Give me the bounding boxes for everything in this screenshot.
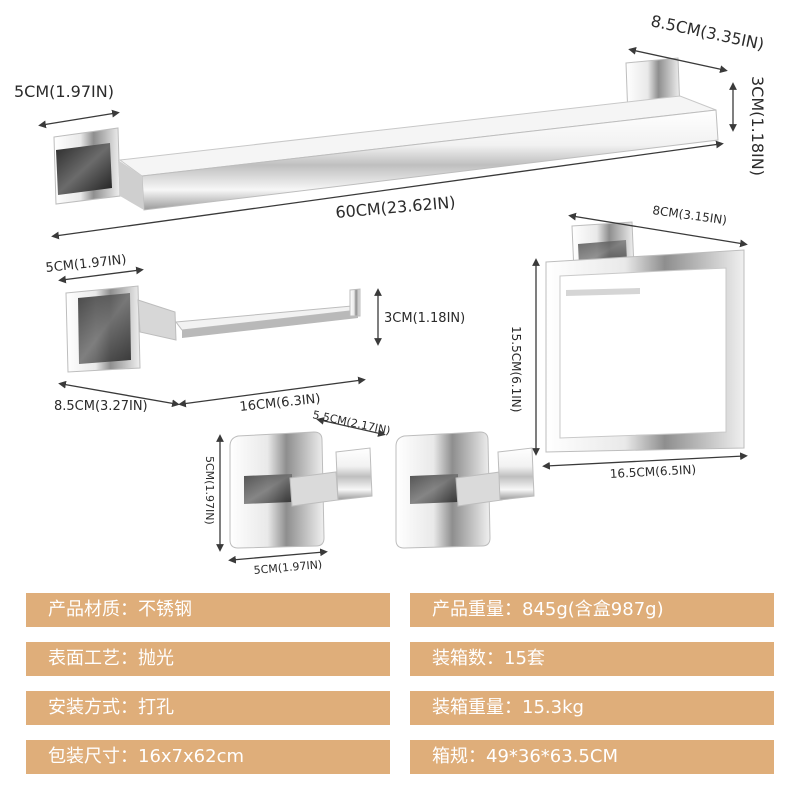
label-hook-height: 5CM(1.97IN) <box>203 456 216 525</box>
spec-finish-value: 抛光 <box>138 648 174 669</box>
spec-material: 产品材质：不锈钢 <box>26 593 390 627</box>
spec-install-label: 安装方式： <box>48 697 138 718</box>
towel-ring <box>545 221 745 453</box>
spec-quantity: 装箱数：15套 <box>410 642 774 676</box>
dim-line-paper-depth <box>58 266 144 284</box>
spec-material-value: 不锈钢 <box>138 599 192 620</box>
dim-line-hook-width <box>228 548 328 564</box>
spec-install: 安装方式：打孔 <box>26 691 390 725</box>
dim-line-paper-base <box>58 380 180 408</box>
robe-hook-left <box>229 431 373 549</box>
spec-weight-value: 845g(含盒987g) <box>522 599 664 620</box>
spec-weight-label: 产品重量： <box>432 599 522 620</box>
label-ring-height: 15.5CM(6.1IN) <box>509 326 523 412</box>
spec-weight: 产品重量：845g(含盒987g) <box>410 593 774 627</box>
paper-holder <box>65 285 361 373</box>
spec-finish: 表面工艺：抛光 <box>26 642 390 676</box>
spec-install-value: 打孔 <box>138 697 174 718</box>
spec-finish-label: 表面工艺： <box>48 648 138 669</box>
dim-line-ring-width <box>542 452 748 470</box>
product-dimension-illustration: 5CM(1.97IN) 8.5CM(3.35IN) 3CM(1.18IN) 60… <box>14 11 767 577</box>
dim-line-ring-top <box>568 212 748 248</box>
spec-box-weight: 装箱重量：15.3kg <box>410 691 774 725</box>
spec-package-label: 包装尺寸： <box>48 746 138 767</box>
spec-package-value: 16x7x62cm <box>138 746 244 767</box>
dim-line-hook-depth <box>316 417 386 437</box>
label-hook-depth: 5.5CM(2.17IN) <box>311 408 391 437</box>
dim-line-bar-depth <box>38 109 120 129</box>
label-paper-base: 8.5CM(3.27IN) <box>54 399 148 414</box>
spec-quantity-label: 装箱数： <box>432 648 504 669</box>
spec-carton-value: 49*36*63.5CM <box>486 746 618 767</box>
spec-box-weight-value: 15.3kg <box>522 697 584 718</box>
robe-hook-right <box>395 431 535 549</box>
dim-line-bar-length <box>51 140 724 240</box>
spec-carton: 箱规：49*36*63.5CM <box>410 740 774 774</box>
spec-carton-label: 箱规： <box>432 746 486 767</box>
spec-package: 包装尺寸：16x7x62cm <box>26 740 390 774</box>
label-paper-depth: 5CM(1.97IN) <box>45 253 127 276</box>
label-hook-width: 5CM(1.97IN) <box>253 558 323 577</box>
label-ring-width: 16.5CM(6.5IN) <box>609 462 696 481</box>
spec-box-weight-label: 装箱重量： <box>432 697 522 718</box>
dim-line-paper-length <box>178 376 366 408</box>
label-bar-height: 3CM(1.18IN) <box>748 76 767 176</box>
label-bar-depth: 5CM(1.97IN) <box>14 82 114 101</box>
spec-material-label: 产品材质： <box>48 599 138 620</box>
label-paper-height: 3CM(1.18IN) <box>384 311 465 326</box>
spec-quantity-value: 15套 <box>504 648 545 669</box>
label-bar-width: 8.5CM(3.35IN) <box>649 11 766 54</box>
label-ring-top: 8CM(3.15IN) <box>652 203 728 227</box>
label-bar-length: 60CM(23.62IN) <box>335 193 457 222</box>
dim-line-bar-width <box>628 47 728 73</box>
towel-bar <box>53 57 719 211</box>
